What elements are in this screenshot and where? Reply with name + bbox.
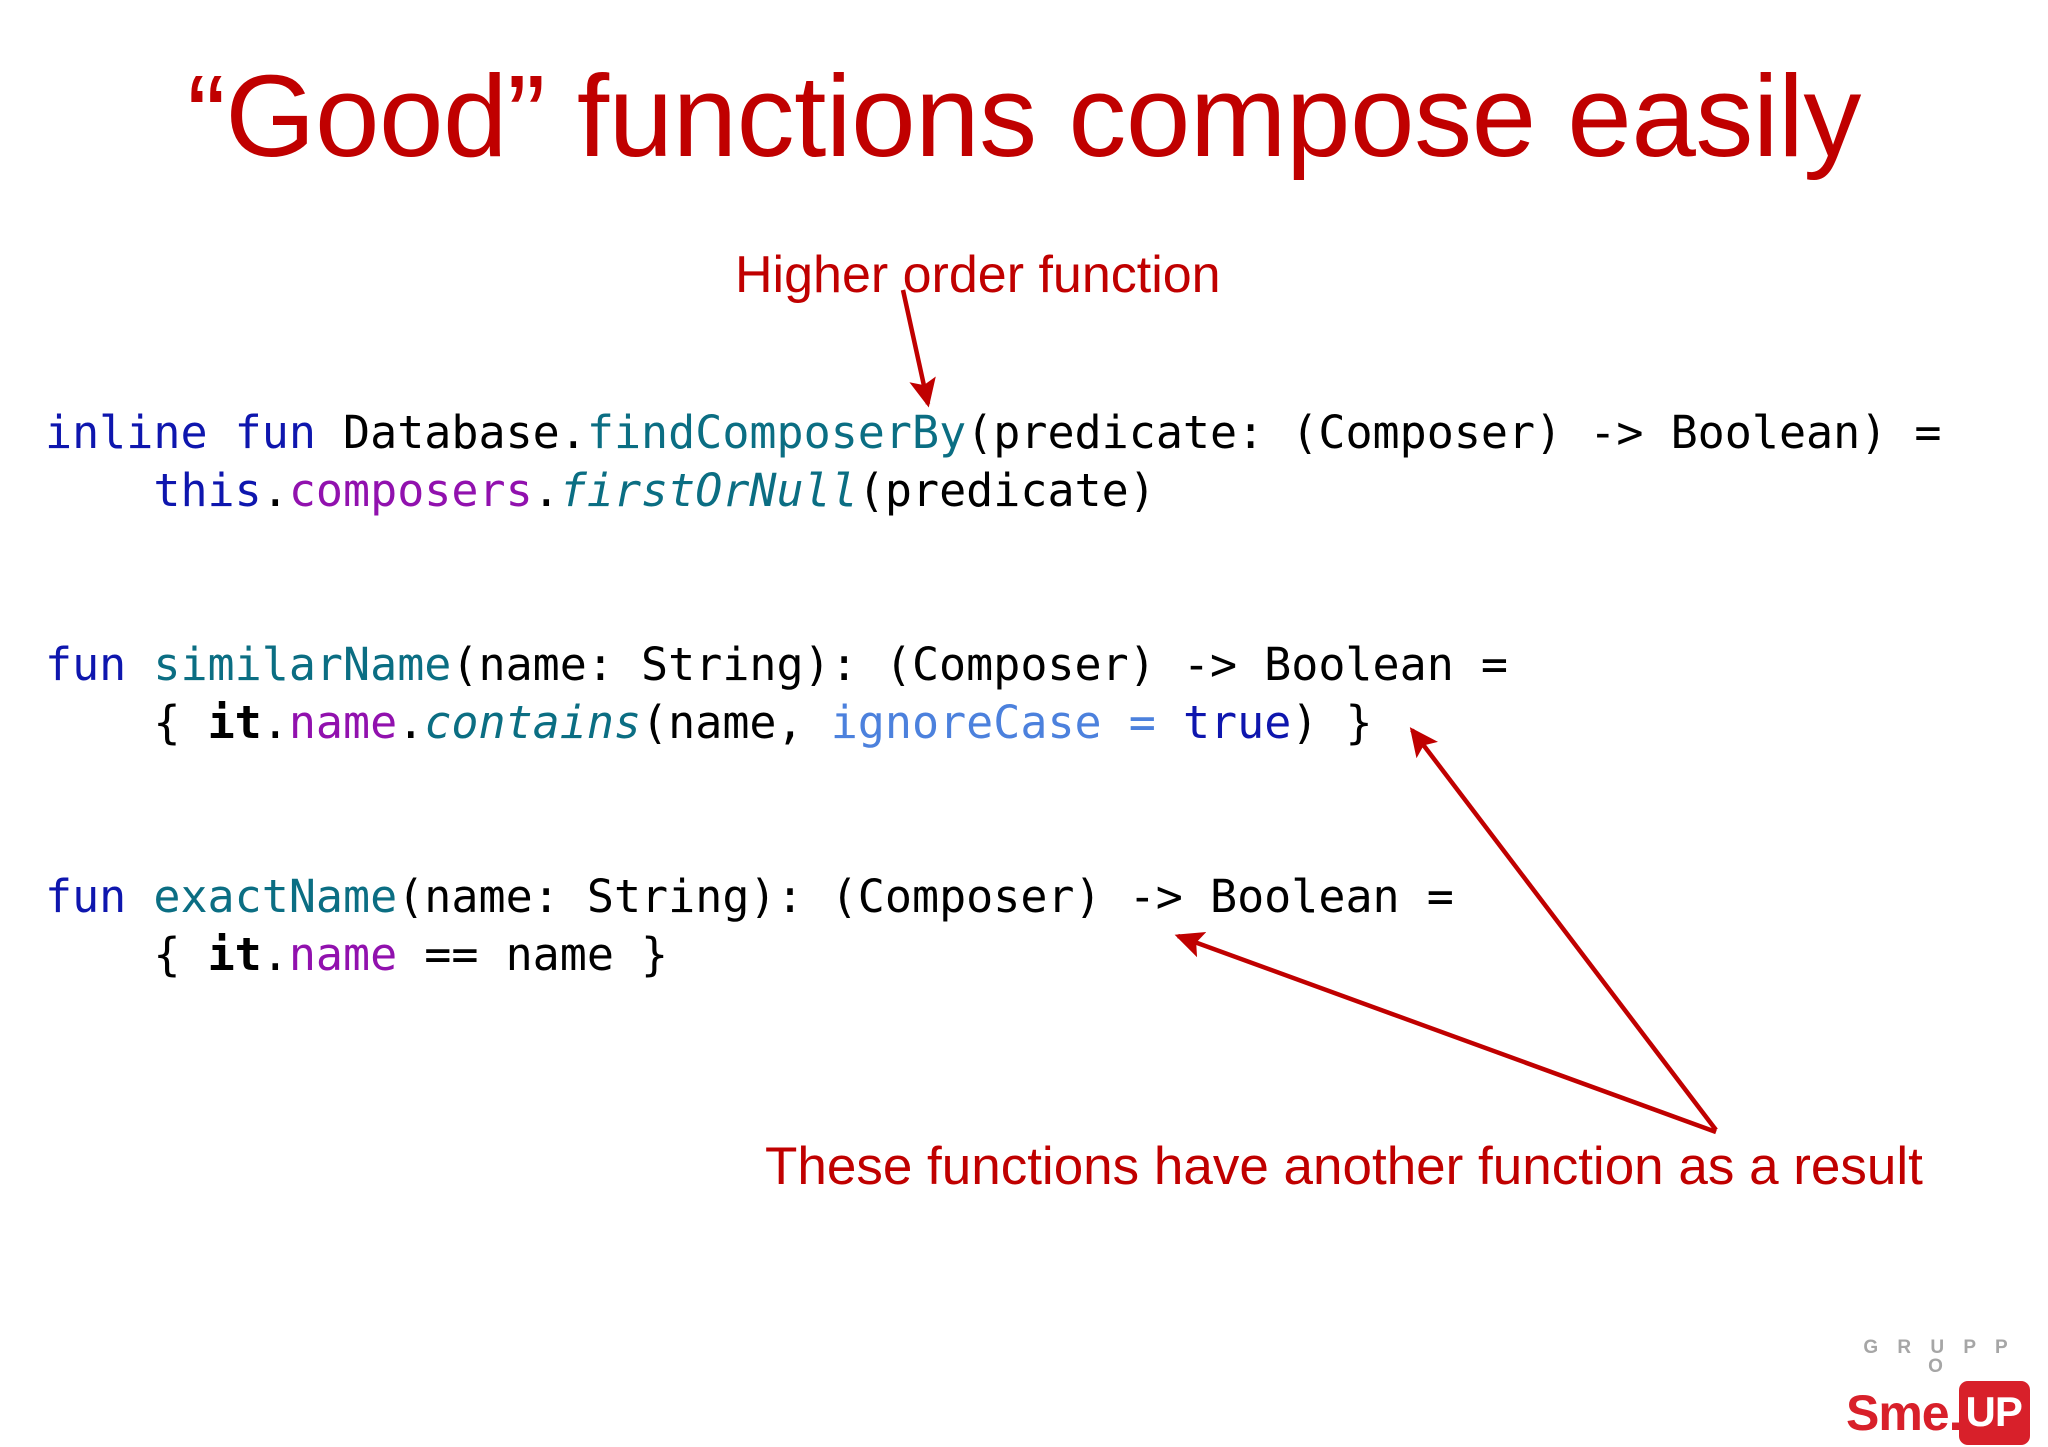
- code-token: [1156, 696, 1183, 749]
- code-token: fun: [45, 870, 127, 923]
- code-token: .: [261, 928, 289, 981]
- code-token: {: [45, 696, 208, 749]
- logo-smeup: G R U P P O Sme. UP: [1846, 1337, 2030, 1445]
- code-token: (name: String): (Composer) -> Boolean =: [397, 870, 1454, 923]
- logo-sme-text: Sme.: [1846, 1385, 1963, 1441]
- code-token: .: [261, 696, 289, 749]
- code-token: (name,: [641, 696, 831, 749]
- code-token: ignoreCase: [830, 696, 1102, 749]
- code-token: name: [288, 696, 398, 749]
- code-token: inline: [45, 406, 208, 459]
- code-token: it: [207, 928, 262, 981]
- code-token: Database.: [315, 406, 587, 459]
- code-token: exactName: [153, 870, 398, 923]
- code-token: [126, 638, 153, 691]
- code-token: true: [1182, 696, 1292, 749]
- code-token: similarName: [153, 638, 452, 691]
- page-title: “Good” functions compose easily: [187, 51, 1861, 181]
- code-token: (predicate: (Composer) -> Boolean) =: [966, 406, 1942, 459]
- code-line: fun exactName(name: String): (Composer) …: [45, 868, 1942, 926]
- code-line: [45, 810, 1942, 868]
- annotation-functions-return-function: These functions have another function as…: [765, 1137, 1923, 1196]
- code-line: { it.name == name }: [45, 926, 1942, 984]
- code-token: (predicate): [857, 464, 1156, 517]
- code-token: contains: [424, 696, 642, 749]
- code-line: fun similarName(name: String): (Composer…: [45, 636, 1942, 694]
- code-token: .: [532, 464, 560, 517]
- logo-gruppo-text: G R U P P O: [1863, 1337, 2015, 1377]
- code-token: [126, 870, 153, 923]
- code-token: {: [45, 928, 208, 981]
- arrow-to-higher-order-function: [900, 289, 936, 408]
- code-token: fun: [45, 638, 127, 691]
- code-token: .: [261, 464, 289, 517]
- code-line: [45, 578, 1942, 636]
- code-block: inline fun Database.findComposerBy(predi…: [45, 404, 1942, 984]
- code-token: .: [397, 696, 425, 749]
- code-token: name: [288, 928, 398, 981]
- logo-up-badge: UP: [1958, 1381, 2030, 1445]
- code-line: inline fun Database.findComposerBy(predi…: [45, 404, 1942, 462]
- code-token: this: [153, 464, 262, 517]
- annotation-higher-order-function: Higher order function: [735, 246, 1221, 304]
- code-token: (name: String): (Composer) -> Boolean =: [451, 638, 1508, 691]
- code-token: [45, 464, 153, 517]
- code-token: [1102, 696, 1129, 749]
- code-token: ) }: [1291, 696, 1373, 749]
- code-line: [45, 520, 1942, 578]
- code-token: it: [207, 696, 262, 749]
- code-token: findComposerBy: [586, 406, 967, 459]
- code-line: [45, 752, 1942, 810]
- code-line: this.composers.firstOrNull(predicate): [45, 462, 1942, 520]
- code-token: fun: [234, 406, 316, 459]
- code-token: =: [1128, 696, 1156, 749]
- code-token: [208, 406, 235, 459]
- code-line: { it.name.contains(name, ignoreCase = tr…: [45, 694, 1942, 752]
- logo-wordmark: Sme. UP: [1846, 1381, 2030, 1445]
- code-token: firstOrNull: [559, 464, 858, 517]
- code-token: composers: [288, 464, 533, 517]
- code-token: == name }: [397, 928, 669, 981]
